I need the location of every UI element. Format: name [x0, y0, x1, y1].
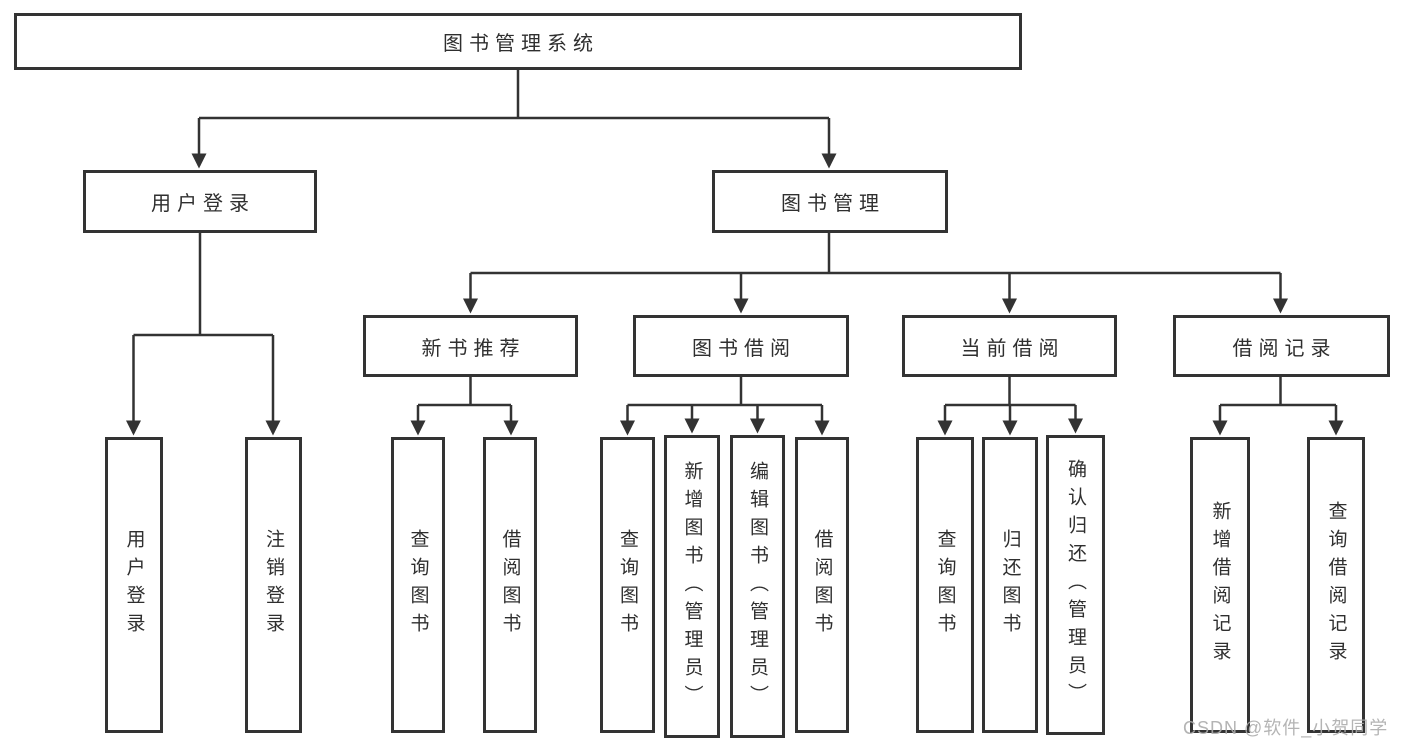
leaf-bb-borrow-books-label: 借阅图书	[811, 529, 833, 641]
leaf-bb-query-books: 查询图书	[600, 437, 655, 733]
leaf-cb-query-books-label: 查询图书	[934, 529, 956, 641]
node-new-book-recommend-label: 新书推荐	[421, 337, 526, 360]
node-new-book-recommend: 新书推荐	[363, 315, 578, 377]
node-borrow-records: 借阅记录	[1173, 315, 1390, 377]
leaf-nb-borrow-books: 借阅图书	[483, 437, 537, 733]
leaf-cb-query-books: 查询图书	[916, 437, 974, 733]
node-current-borrow-label: 当前借阅	[960, 337, 1065, 360]
node-book-management: 图书管理	[712, 170, 948, 233]
leaf-cb-return-books-label: 归还图书	[999, 529, 1021, 641]
leaf-bb-edit-books-admin-label: 编辑图书（管理员）	[747, 460, 768, 713]
leaf-nb-query-books: 查询图书	[391, 437, 445, 733]
leaf-logout: 注销登录	[245, 437, 302, 733]
node-root-label: 图书管理系统	[443, 33, 599, 55]
leaf-cb-confirm-return-admin: 确认归还（管理员）	[1046, 435, 1105, 735]
leaf-bb-borrow-books: 借阅图书	[795, 437, 849, 733]
node-borrow-records-label: 借阅记录	[1232, 337, 1337, 360]
leaf-bb-query-books-label: 查询图书	[617, 529, 638, 641]
node-book-borrow-label: 图书借阅	[692, 337, 796, 360]
leaf-bb-add-books-admin-label: 新增图书（管理员）	[681, 460, 703, 713]
node-user-login-label: 用户登录	[151, 193, 255, 215]
node-root: 图书管理系统	[14, 13, 1022, 70]
node-book-management-label: 图书管理	[781, 193, 885, 215]
leaf-user-login-label: 用户登录	[123, 529, 145, 641]
node-user-login: 用户登录	[83, 170, 317, 233]
leaf-cb-return-books: 归还图书	[982, 437, 1038, 733]
leaf-nb-borrow-books-label: 借阅图书	[499, 529, 521, 641]
leaf-cb-confirm-return-admin-label: 确认归还（管理员）	[1065, 459, 1086, 711]
leaf-bb-add-books-admin: 新增图书（管理员）	[664, 435, 720, 738]
leaf-user-login: 用户登录	[105, 437, 163, 733]
leaf-br-query-record-label: 查询借阅记录	[1325, 501, 1347, 669]
leaf-bb-edit-books-admin: 编辑图书（管理员）	[730, 435, 785, 738]
leaf-br-query-record: 查询借阅记录	[1307, 437, 1365, 733]
csdn-watermark: CSDN @软件_小贺同学	[1183, 718, 1389, 738]
node-book-borrow: 图书借阅	[633, 315, 849, 377]
leaf-br-add-record: 新增借阅记录	[1190, 437, 1250, 733]
node-current-borrow: 当前借阅	[902, 315, 1117, 377]
leaf-nb-query-books-label: 查询图书	[407, 529, 429, 641]
leaf-logout-label: 注销登录	[263, 529, 284, 641]
leaf-br-add-record-label: 新增借阅记录	[1209, 501, 1231, 669]
